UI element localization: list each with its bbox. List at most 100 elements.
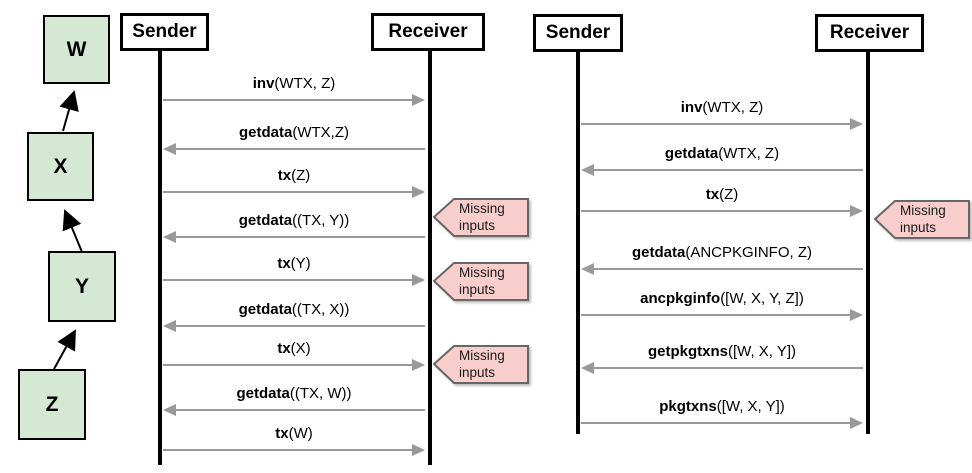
chain-arrows — [53, 90, 83, 370]
callout-shape-icon — [874, 200, 970, 239]
arrow-shaft — [163, 364, 414, 366]
diagram1-receiver-lifeline — [428, 51, 432, 465]
message-label: getdata(WTX, Z) — [664, 145, 780, 162]
diagram2-sender-box: Sender — [533, 14, 623, 52]
message-pkgtxns: pkgtxns([W, X, Y]) — [581, 398, 863, 429]
diagram1-sender-label: Sender — [132, 21, 197, 42]
arrow-shaft — [581, 422, 852, 424]
message-tx-z: tx(Z) — [581, 186, 863, 217]
arrow-right-icon — [581, 417, 863, 429]
diagram1-sender-lifeline — [158, 51, 162, 465]
missing-inputs-callout: Missing inputs — [874, 199, 971, 240]
arrow-left-icon — [581, 164, 863, 176]
chain-arrow-y-to-x — [62, 209, 83, 253]
callout-text: Missing inputs — [459, 201, 505, 233]
arrowhead-icon — [412, 186, 425, 198]
arrow-right-icon — [581, 205, 863, 217]
arrow-shaft — [174, 148, 425, 150]
callout-shape-icon — [433, 198, 529, 237]
callout-text: Missing inputs — [459, 348, 505, 380]
message-tx-x: tx(X) — [163, 340, 425, 371]
arrow-left-icon — [163, 143, 425, 155]
arrow-left-icon — [163, 231, 425, 243]
diagram2-receiver-lifeline — [866, 52, 870, 434]
message-label: tx(Z) — [705, 186, 739, 203]
message-label: getdata(WTX,Z) — [239, 124, 349, 141]
message-inv-wtx-z: inv(WTX, Z) — [581, 99, 863, 130]
tx-node-z: Z — [18, 369, 86, 440]
arrowhead-icon — [412, 274, 425, 286]
message-inv-wtx-z: inv(WTX, Z) — [163, 75, 425, 106]
arrow-shaft — [174, 236, 425, 238]
arrow-shaft — [592, 268, 863, 270]
message-label: pkgtxns([W, X, Y]) — [659, 398, 785, 415]
message-getdata-tx-w: getdata((TX, W)) — [163, 385, 425, 416]
message-label: getdata((TX, Y)) — [238, 212, 350, 229]
arrowhead-icon — [850, 417, 863, 429]
arrow-right-icon — [163, 274, 425, 286]
callout-text: Missing inputs — [900, 203, 946, 235]
message-getdata-tx-y: getdata((TX, Y)) — [163, 212, 425, 243]
message-label: tx(W) — [275, 425, 313, 442]
arrowhead-icon — [163, 231, 176, 243]
tx-node-y: Y — [48, 251, 116, 322]
arrowhead-icon — [850, 205, 863, 217]
diagram2-sender-label: Sender — [545, 22, 611, 43]
tx-node-w-label: W — [66, 37, 87, 61]
message-label: ancpkginfo([W, X, Y, Z]) — [640, 290, 804, 307]
message-tx-w: tx(W) — [163, 425, 425, 456]
arrow-right-icon — [163, 94, 425, 106]
tx-node-w: W — [43, 15, 110, 84]
missing-inputs-callout: Missing inputs — [433, 197, 530, 238]
callout-text: Missing inputs — [459, 265, 505, 297]
arrow-shaft — [592, 169, 863, 171]
message-getdata-wtx-z: getdata(WTX, Z) — [581, 145, 863, 176]
arrow-shaft — [581, 314, 852, 316]
missing-inputs-callout: Missing inputs — [433, 344, 530, 385]
message-tx-z: tx(Z) — [163, 167, 425, 198]
message-label: getdata((TX, X)) — [238, 301, 350, 318]
tx-node-x-label: X — [53, 154, 68, 178]
arrowhead-icon — [412, 444, 425, 456]
message-label: inv(WTX, Z) — [252, 75, 336, 92]
arrow-left-icon — [163, 404, 425, 416]
message-label: tx(Z) — [277, 167, 311, 184]
message-getpkgtxns: getpkgtxns([W, X, Y]) — [581, 343, 863, 374]
arrow-left-icon — [581, 362, 863, 374]
chain-arrow-z-to-y — [53, 329, 76, 370]
message-label: inv(WTX, Z) — [680, 99, 764, 116]
arrow-right-icon — [581, 309, 863, 321]
arrowhead-icon — [850, 118, 863, 130]
arrowhead-icon — [581, 263, 594, 275]
arrow-shaft — [163, 99, 414, 101]
diagram2-receiver-box: Receiver — [815, 14, 924, 52]
arrow-shaft — [581, 123, 852, 125]
arrowhead-icon — [163, 404, 176, 416]
message-getdata-tx-x: getdata((TX, X)) — [163, 301, 425, 332]
tx-node-z-label: Z — [45, 392, 59, 416]
arrow-shaft — [592, 367, 863, 369]
message-label: getdata(ANCPKGINFO, Z) — [631, 244, 812, 261]
arrowhead-icon — [850, 309, 863, 321]
arrow-right-icon — [163, 186, 425, 198]
arrowhead-icon — [412, 94, 425, 106]
tx-node-y-label: Y — [74, 274, 89, 298]
missing-inputs-callout: Missing inputs — [433, 261, 530, 302]
diagram2-receiver-label: Receiver — [829, 22, 910, 43]
arrow-right-icon — [163, 359, 425, 371]
arrowhead-icon — [581, 362, 594, 374]
callout-shape-icon — [433, 262, 529, 301]
arrow-shaft — [174, 325, 425, 327]
arrow-shaft — [174, 409, 425, 411]
arrow-left-icon — [581, 263, 863, 275]
message-label: tx(X) — [277, 340, 311, 357]
diagram1-sender-box: Sender — [120, 13, 209, 51]
diagram1-receiver-box: Receiver — [371, 13, 485, 51]
arrow-shaft — [581, 210, 852, 212]
arrow-shaft — [163, 449, 414, 451]
message-tx-y: tx(Y) — [163, 255, 425, 286]
message-getdata-ancpkginfo-z: getdata(ANCPKGINFO, Z) — [581, 244, 863, 275]
arrow-shaft — [163, 279, 414, 281]
message-label: tx(Y) — [277, 255, 311, 272]
